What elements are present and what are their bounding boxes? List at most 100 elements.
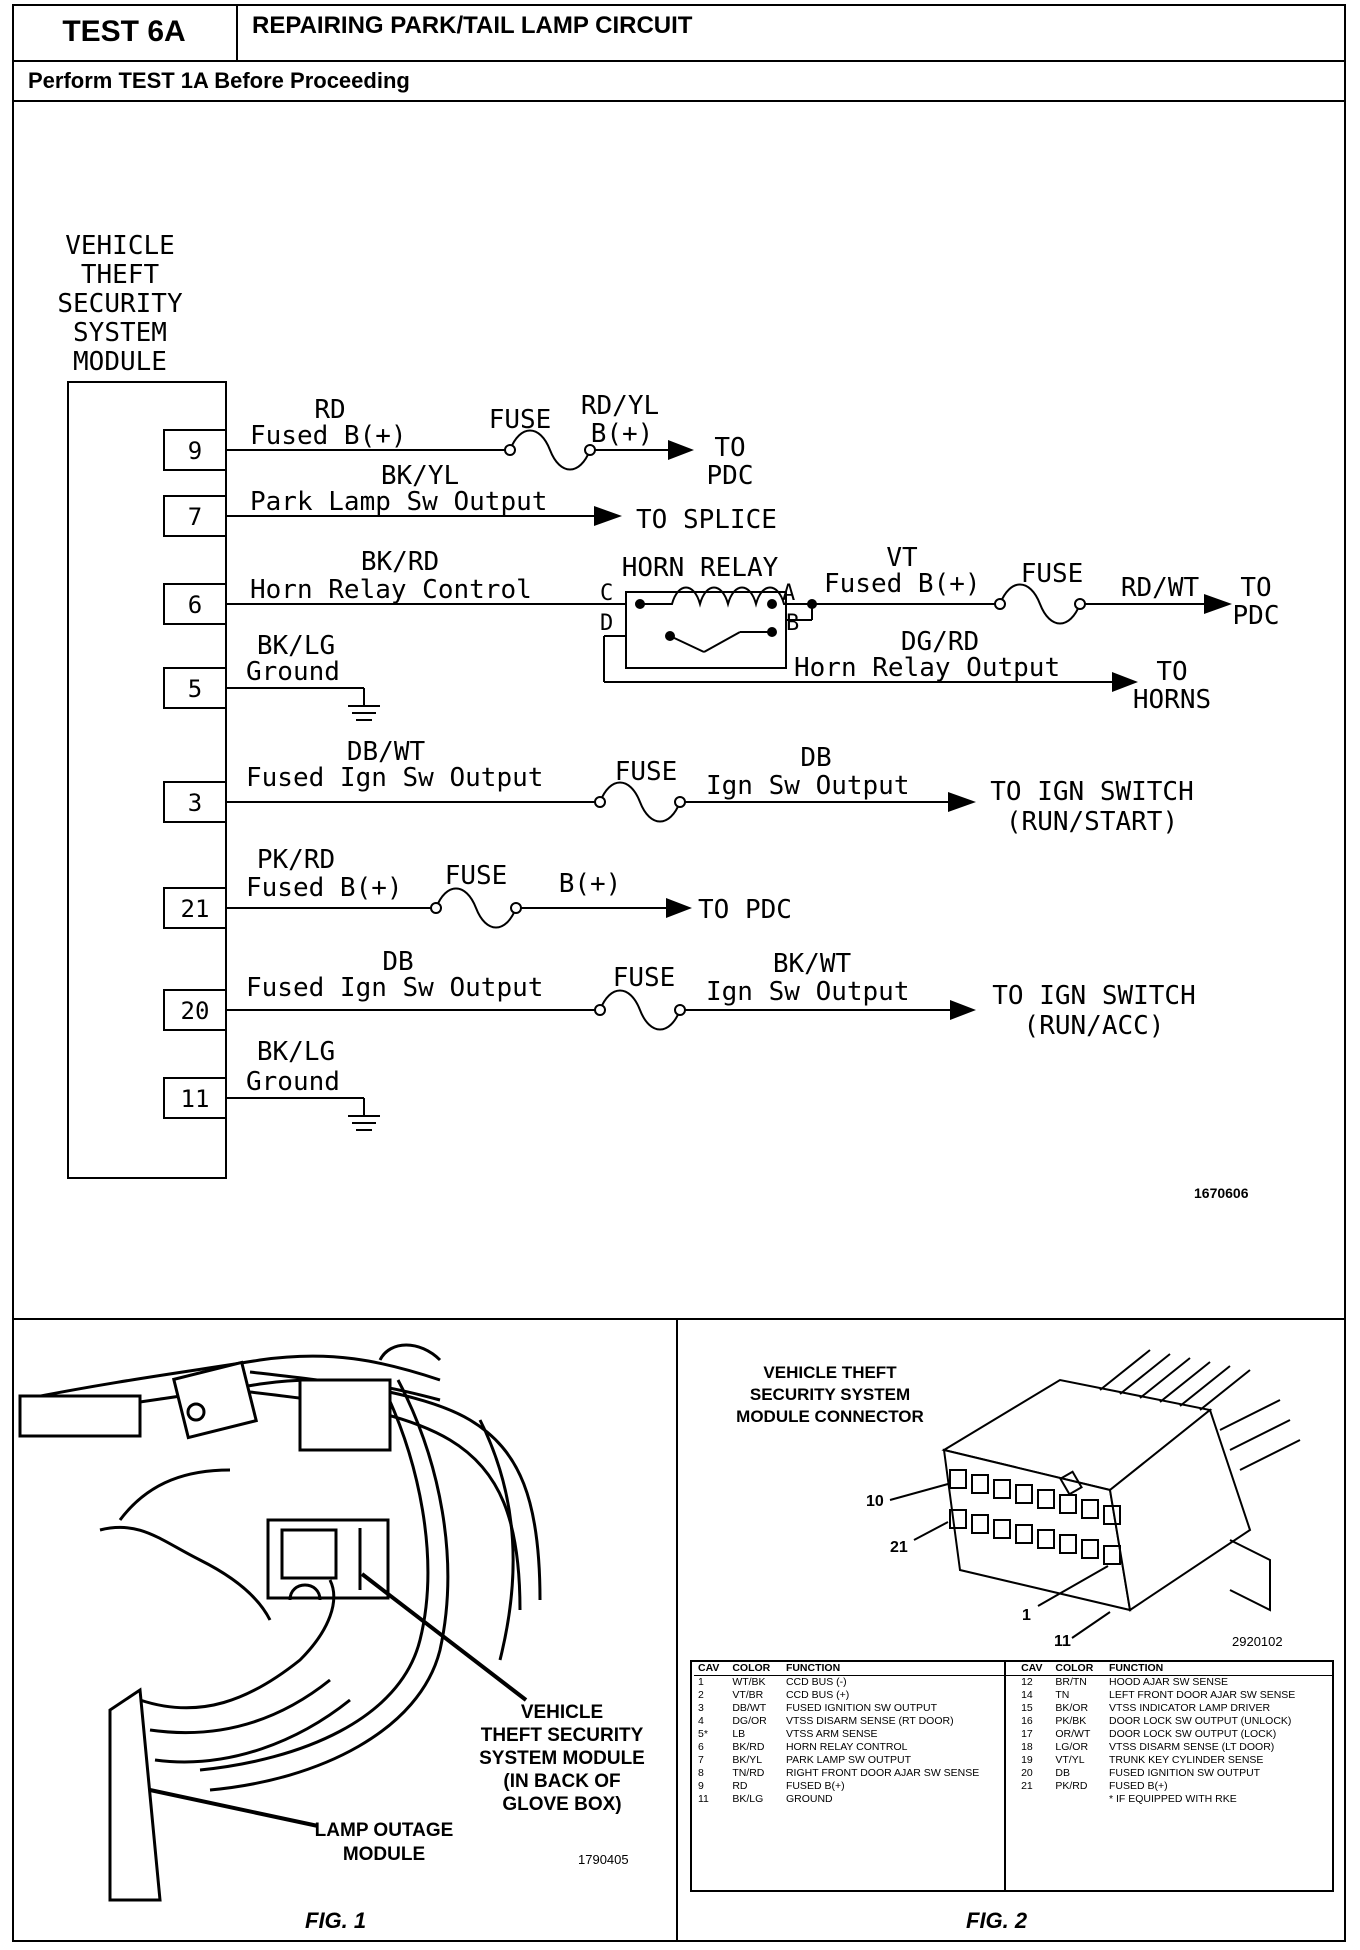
col-function-2: FUNCTION <box>1105 1662 1332 1676</box>
cav-cell: 8 <box>698 1767 704 1779</box>
fuse-9 <box>509 429 591 471</box>
function-cell: FUSED B(+) <box>785 1780 845 1792</box>
dest-9-line2: PDC <box>707 461 754 491</box>
color-cell: LG/OR <box>1055 1741 1089 1753</box>
col-function: FUNCTION <box>781 1662 1018 1676</box>
fuse-3 <box>599 781 681 823</box>
wire-color-20-out: BK/WT <box>773 949 852 979</box>
color-cell: BK/YL <box>732 1754 763 1766</box>
color-cell: DB/WT <box>732 1702 767 1714</box>
dest-horns-line1: TO <box>1156 657 1187 687</box>
color-cell: BK/RD <box>732 1741 765 1753</box>
function-cell: FUSED B(+) <box>1109 1780 1168 1792</box>
col-color-2: COLOR <box>1051 1662 1105 1676</box>
color-cell: OR/WT <box>1055 1728 1091 1740</box>
relay-term-a: A <box>782 581 795 606</box>
cav-cell: 9 <box>698 1780 704 1792</box>
cav-cell: 14 <box>1021 1689 1033 1701</box>
color-cell: DB <box>1055 1767 1070 1779</box>
color-cell: LB <box>732 1728 746 1740</box>
circuit-name-6: Horn Relay Control <box>250 575 532 605</box>
cavity-table-divider <box>1004 1660 1006 1892</box>
circuit-name-20: Fused Ign Sw Output <box>246 973 543 1003</box>
cav-cell: 19 <box>1021 1754 1033 1766</box>
function-cell: LEFT FRONT DOOR AJAR SW SENSE <box>1109 1689 1296 1701</box>
dest-6-line1: TO <box>1240 573 1271 603</box>
color-cell <box>1051 1793 1105 1806</box>
cav-cell: 7 <box>698 1754 704 1766</box>
color-cell: VT/YL <box>1055 1754 1085 1766</box>
function-cell: HORN RELAY CONTROL <box>785 1741 908 1753</box>
relay-term-d: D <box>600 611 613 636</box>
function-cell: PARK LAMP SW OUTPUT <box>785 1754 911 1766</box>
col-cav: CAV <box>694 1662 729 1676</box>
relay-term-c: C <box>600 581 613 606</box>
function-cell: HOOD AJAR SW SENSE <box>1109 1676 1229 1688</box>
circuit-name-3: Fused Ign Sw Output <box>246 763 543 793</box>
color-cell: PK/BK <box>1055 1715 1087 1727</box>
fuse-label-9: FUSE <box>489 405 552 435</box>
color-cell: RD <box>732 1780 748 1792</box>
module-title-5: MODULE <box>73 347 167 377</box>
cav-cell: 11 <box>698 1793 709 1805</box>
fuse-label-3: FUSE <box>615 757 678 787</box>
subtitle: Perform TEST 1A Before Proceeding <box>28 68 410 93</box>
cav-cell <box>1017 1793 1051 1806</box>
module-title-3: SECURITY <box>57 289 183 319</box>
arrow-21 <box>666 898 692 918</box>
dest-20-line1: TO IGN SWITCH <box>992 981 1196 1011</box>
test-id: TEST 6A <box>12 4 238 62</box>
function-cell: RIGHT FRONT DOOR AJAR SW SENSE <box>785 1767 980 1779</box>
wire-color-6-out2: RD/WT <box>1121 573 1200 603</box>
col-cav-2: CAV <box>1017 1662 1052 1676</box>
wire-color-9-out: RD/YL <box>581 391 659 421</box>
cav-cell: 17 <box>1021 1728 1033 1740</box>
wire-color-11: BK/LG <box>257 1037 335 1067</box>
wire-color-5: BK/LG <box>257 631 335 661</box>
relay-term-b: B <box>786 611 799 636</box>
cav-cell: 2 <box>698 1689 704 1701</box>
cav-cell: 16 <box>1021 1715 1033 1727</box>
circuit-out-9: B(+) <box>591 419 654 449</box>
function-cell: CCD BUS (-) <box>785 1676 847 1688</box>
dest-3-line2: (RUN/START) <box>1006 807 1178 837</box>
header-divider <box>238 60 1346 62</box>
cav-cell: 21 <box>1021 1780 1033 1792</box>
module-body <box>67 381 227 1179</box>
cav-cell: 1 <box>698 1676 704 1688</box>
pin-label-11: 11 <box>181 1085 210 1113</box>
pin-box-7 <box>163 495 227 537</box>
module-title-4: SYSTEM <box>73 318 167 348</box>
cav-cell: 4 <box>698 1715 704 1727</box>
pin-box-3 <box>163 781 227 823</box>
cav-cell: 5* <box>698 1728 708 1740</box>
dest-9-line1: TO <box>714 433 745 463</box>
page-title: REPAIRING PARK/TAIL LAMP CIRCUIT <box>252 12 693 39</box>
circuit-out-21: B(+) <box>559 869 622 899</box>
color-cell: BK/OR <box>1055 1702 1089 1714</box>
section-divider <box>12 1318 1346 1320</box>
wire-color-9: RD <box>314 395 345 425</box>
cav-cell: 20 <box>1021 1767 1033 1779</box>
circuit-name-21: Fused B(+) <box>246 873 403 903</box>
wire-color-7: BK/YL <box>381 461 459 491</box>
function-cell: FUSED IGNITION SW OUTPUT <box>785 1702 938 1714</box>
circuit-name-9: Fused B(+) <box>250 421 407 451</box>
color-cell: DG/OR <box>732 1715 767 1727</box>
function-cell: VTSS ARM SENSE <box>785 1728 878 1740</box>
pin-label-7: 7 <box>188 503 202 531</box>
module-title-1: VEHICLE <box>65 231 175 261</box>
function-cell: GROUND <box>785 1793 833 1805</box>
module-title-2: THEFT <box>81 260 160 290</box>
circuit-out-20: Ign Sw Output <box>706 977 910 1007</box>
cavity-table-frame <box>690 1660 1334 1892</box>
function-cell: FUSED IGNITION SW OUTPUT <box>1109 1767 1261 1779</box>
circuit-name-5: Ground <box>246 657 340 687</box>
color-cell: TN/RD <box>732 1767 765 1779</box>
fuse-label-21: FUSE <box>445 861 508 891</box>
col-color: COLOR <box>728 1662 782 1676</box>
